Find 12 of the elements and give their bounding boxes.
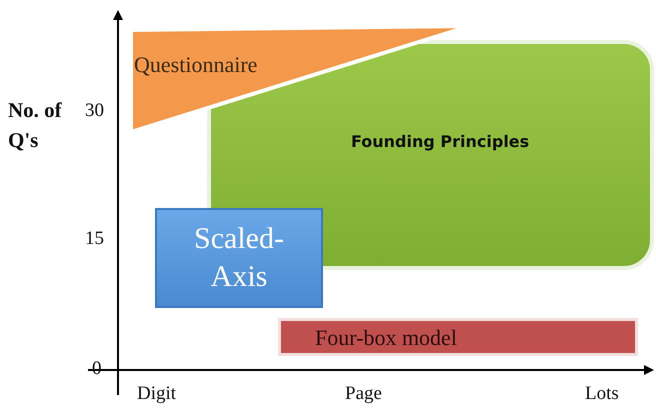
tick-label: Digit [137, 383, 176, 405]
shape-label: Four-box model [315, 325, 457, 351]
bar-shape [278, 318, 638, 356]
shape-label: Scaled-Axis [193, 221, 285, 295]
tick-label: Page [345, 383, 382, 405]
tick-label: Lots [585, 383, 619, 405]
shape-label: Founding Principles [351, 132, 530, 151]
tick-label: 30 [85, 100, 104, 122]
shape-label: Questionnaire [134, 52, 258, 78]
tick-label: 15 [85, 228, 104, 250]
axis-title: No. of Q's [8, 97, 63, 154]
scaled-box [155, 208, 323, 308]
